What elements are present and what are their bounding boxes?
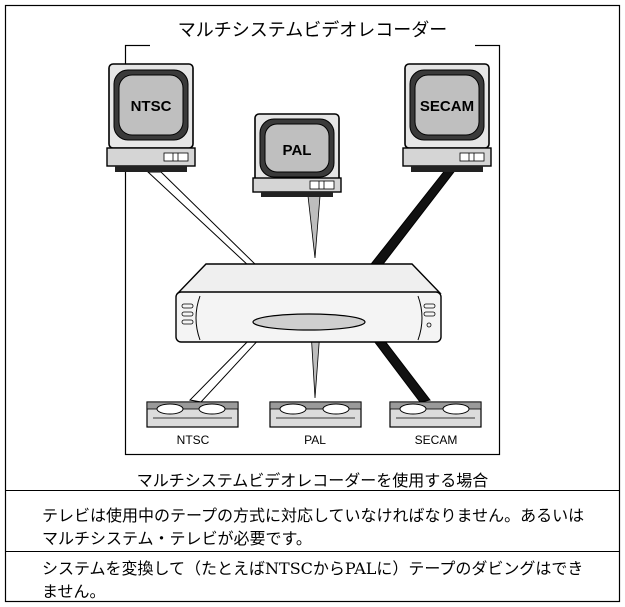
tape-pal: PAL — [269, 401, 362, 447]
tv-secam: SECAM — [402, 63, 492, 172]
secam-tv-beam — [366, 163, 462, 269]
tv-secam-label: SECAM — [420, 98, 474, 115]
tv-pal-label: PAL — [283, 142, 312, 159]
tv-pal: PAL — [252, 113, 342, 197]
tape-secam: SECAM — [389, 401, 482, 447]
figure-caption: マルチシステムビデオレコーダーを使用する場合 — [136, 471, 489, 490]
pal-tv-beam — [307, 195, 321, 259]
tape-pal-label: PAL — [304, 433, 326, 447]
tape-secam-label: SECAM — [415, 433, 458, 447]
ntsc-tv-beam — [146, 171, 260, 268]
figure-title: マルチシステムビデオレコーダー — [177, 20, 448, 41]
ntsc-tape-beam — [188, 332, 263, 403]
tv-ntsc: NTSC — [106, 63, 196, 172]
note-text-1: テレビは使用中のテープの方式に対応していなければなりません。あるいはマルチシステ… — [42, 506, 585, 548]
tv-ntsc-label: NTSC — [131, 98, 172, 115]
note-text-2: システムを変換して（たとえばNTSCからPALに）テープのダビングはできません。 — [42, 559, 584, 601]
tape-connection-beams — [188, 330, 431, 403]
tape-ntsc: NTSC — [146, 401, 239, 447]
tape-ntsc-label: NTSC — [177, 433, 210, 447]
outer-frame — [4, 4, 621, 603]
video-recorder — [175, 263, 442, 343]
